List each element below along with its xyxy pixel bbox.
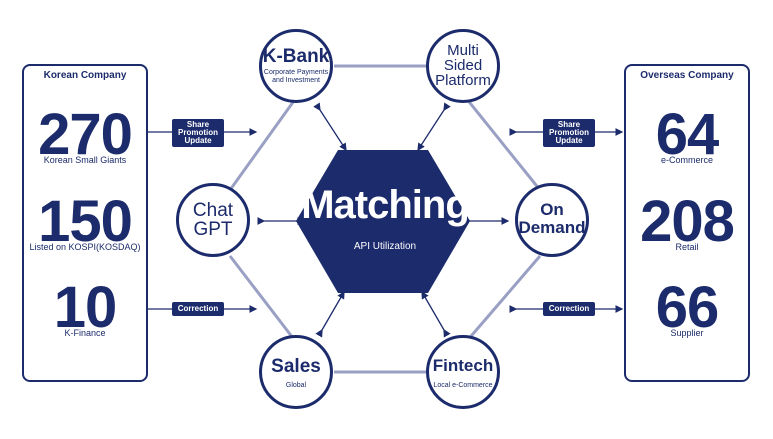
tag-line: Update xyxy=(555,136,583,145)
overseas-stat-label: Retail xyxy=(675,242,699,252)
correction-tag-left: Correction xyxy=(172,302,224,316)
correction-tag-right: Correction xyxy=(543,302,595,316)
tag-line: Promotion xyxy=(178,128,218,137)
node-ondemand-line: Demand xyxy=(518,218,586,237)
tag-line: Correction xyxy=(548,304,590,313)
tag-line: Promotion xyxy=(549,128,589,137)
node-kbank-title: K-Bank xyxy=(262,46,330,67)
node-multi-line: Multi xyxy=(447,42,479,59)
tag-line: Correction xyxy=(177,304,219,313)
korean-company-panel: Korean Company 270 Korean Small Giants 1… xyxy=(22,64,148,382)
node-fintech-subtitle: Local e-Commerce xyxy=(433,382,493,389)
node-sales-title: Sales xyxy=(271,356,321,377)
node-ondemand-line: On xyxy=(540,200,564,219)
korean-stat-label: Korean Small Giants xyxy=(43,155,127,165)
korean-stat-value: 10 xyxy=(53,275,118,340)
node-chatgpt-line: Chat xyxy=(192,200,234,221)
node-chatgpt-line: GPT xyxy=(193,219,233,240)
node-kbank-subtitle: and Investment xyxy=(272,77,320,84)
share-promotion-update-tag-right: Share Promotion Update xyxy=(543,119,595,147)
tag-line: Update xyxy=(184,136,212,145)
korean-stat-value: 150 xyxy=(38,189,133,254)
share-promotion-update-tag-left: Share Promotion Update xyxy=(172,119,224,147)
center-title: Matching xyxy=(301,183,470,227)
tag-line: Share xyxy=(557,120,581,129)
center-hexagon xyxy=(296,150,470,293)
node-multi-line: Sided xyxy=(443,57,483,74)
korean-stat-label: Listed on KOSPI(KOSDAQ) xyxy=(29,242,141,252)
overseas-stat-value: 64 xyxy=(655,102,720,167)
tag-line: Share xyxy=(186,120,210,129)
node-multi-sided-platform: Multi Sided Platform xyxy=(426,29,500,103)
node-on-demand: On Demand xyxy=(515,183,589,257)
node-kbank: K-Bank Corporate Payments and Investment xyxy=(259,29,333,103)
node-fintech: Fintech Local e-Commerce xyxy=(426,335,500,409)
overseas-stat-value: 66 xyxy=(655,275,720,340)
korean-stat-value: 270 xyxy=(38,102,133,167)
node-multi-line: Platform xyxy=(435,72,491,89)
overseas-stat-label: e-Commerce xyxy=(660,155,713,165)
node-sales-subtitle: Global xyxy=(285,382,307,389)
overseas-company-panel: Overseas Company 64 e-Commerce 208 Retai… xyxy=(624,64,750,382)
outer-hexagon-lines xyxy=(228,64,542,374)
node-chatgpt: Chat GPT xyxy=(176,183,250,257)
overseas-company-title: Overseas Company xyxy=(640,70,734,81)
node-fintech-title: Fintech xyxy=(432,356,494,375)
overseas-stat-label: Supplier xyxy=(670,328,704,338)
korean-company-title: Korean Company xyxy=(43,70,127,81)
center-subtitle: API Utilization xyxy=(353,241,417,252)
overseas-stat-value: 208 xyxy=(640,189,735,254)
korean-stat-label: K-Finance xyxy=(64,328,106,338)
node-sales: Sales Global xyxy=(259,335,333,409)
node-kbank-subtitle: Corporate Payments xyxy=(263,69,329,76)
